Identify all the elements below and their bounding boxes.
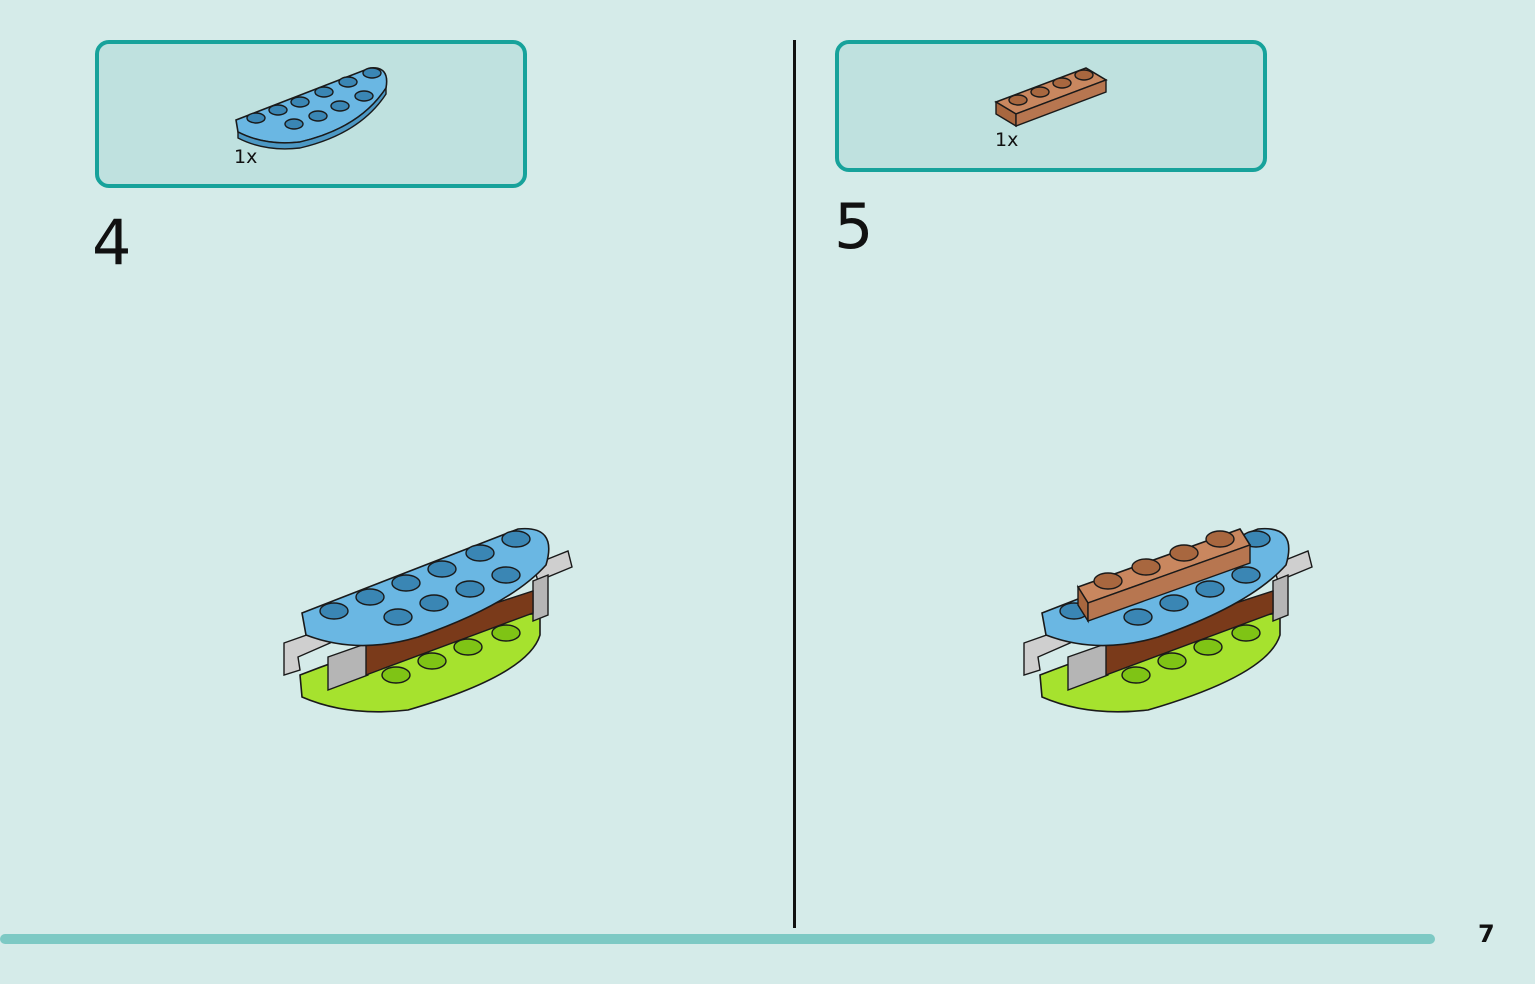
step-4-assembly-illustration (283, 527, 573, 713)
step-number-4: 4 (92, 206, 132, 279)
part-quantity-step-4: 1x (234, 146, 258, 168)
progress-bar (0, 934, 1435, 944)
page-number: 7 (1478, 920, 1495, 948)
brown-1x4-plate-icon (994, 67, 1108, 128)
step-5-assembly-illustration (1023, 527, 1313, 713)
step-number-5: 5 (834, 190, 874, 263)
light-blue-half-round-plate-icon (235, 67, 388, 150)
part-quantity-step-5: 1x (995, 129, 1019, 151)
column-divider (793, 40, 796, 928)
